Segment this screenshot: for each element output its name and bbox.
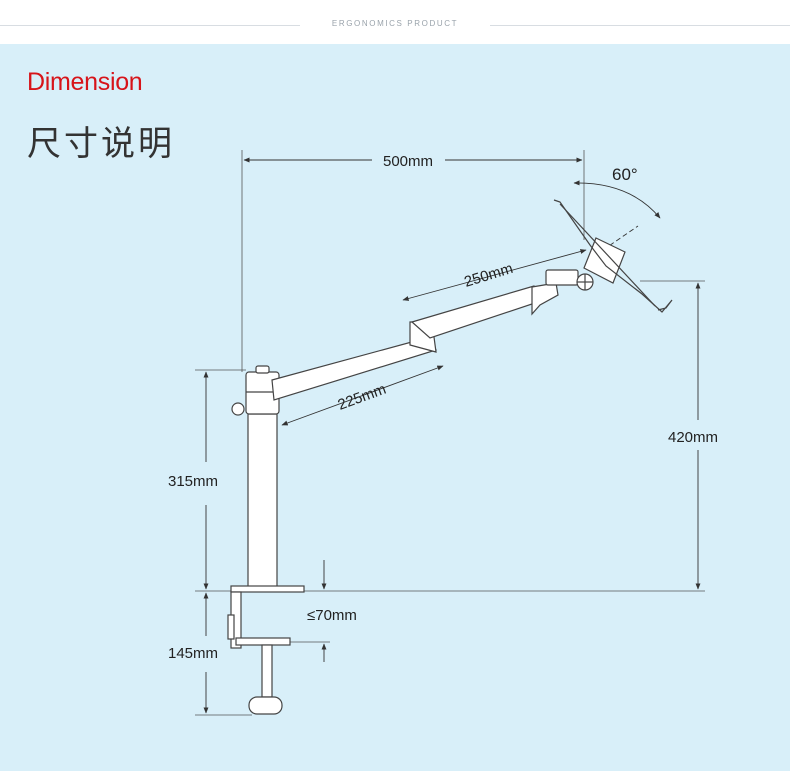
label-clamp-height: 145mm xyxy=(168,645,218,662)
label-total-height: 420mm xyxy=(668,429,718,446)
clamp-knob xyxy=(248,696,283,715)
tilt-head xyxy=(583,237,626,284)
banner-rule-left xyxy=(0,25,300,26)
banner-label: ERGONOMICS PRODUCT xyxy=(331,19,459,28)
label-forearm: 250mm xyxy=(462,260,515,291)
label-angle: 60° xyxy=(612,165,638,184)
arm-illustration xyxy=(227,199,673,715)
label-clamp-max: ≤70mm xyxy=(307,607,357,624)
head-joint xyxy=(545,269,579,286)
label-width: 500mm xyxy=(383,153,433,170)
dim-line-250 xyxy=(402,249,587,301)
dimension-lines xyxy=(203,157,701,714)
label-pole-height: 315mm xyxy=(168,473,218,490)
desk-clamp-bottom xyxy=(235,637,291,646)
pole xyxy=(247,413,278,592)
dim-line-225 xyxy=(281,365,444,426)
forearm xyxy=(410,285,542,339)
section-title-zh: 尺寸说明 xyxy=(27,124,175,164)
laptop-tray xyxy=(553,199,673,313)
banner-rule-right xyxy=(490,25,790,26)
label-upper-arm: 225mm xyxy=(336,381,389,414)
angle-arc xyxy=(573,180,661,219)
section-title-en: Dimension xyxy=(27,68,143,96)
desk-clamp-top xyxy=(230,585,305,593)
top-banner: ERGONOMICS PRODUCT xyxy=(0,0,790,44)
